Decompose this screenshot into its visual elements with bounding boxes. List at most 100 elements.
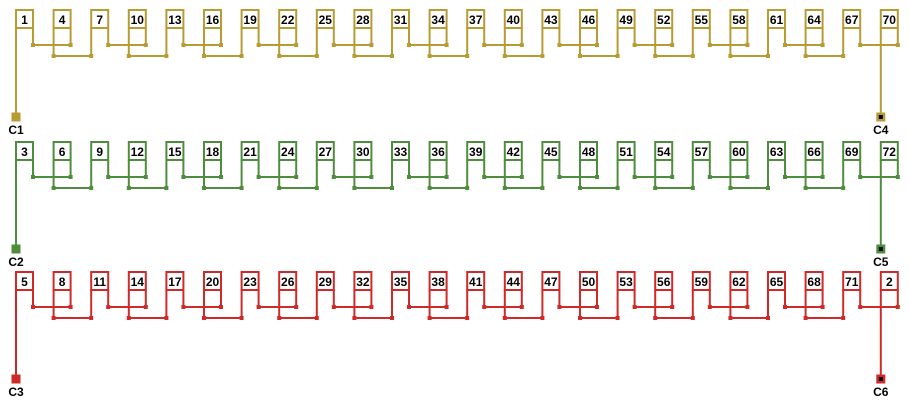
slot-label: 56 xyxy=(657,275,671,289)
slot-box xyxy=(240,141,260,161)
slot-box xyxy=(691,9,711,29)
slot-box xyxy=(842,271,862,291)
slot-label: 17 xyxy=(168,275,182,289)
slot-label: 62 xyxy=(732,275,746,289)
slot-box xyxy=(503,9,523,29)
slot-label: 6 xyxy=(59,145,66,159)
slot-box xyxy=(579,141,598,161)
slot-box xyxy=(466,9,486,29)
slot-label: 55 xyxy=(695,13,709,27)
junction-dot xyxy=(256,305,261,309)
slot-label: 22 xyxy=(281,13,295,27)
slot-box xyxy=(353,9,373,29)
junction-dot xyxy=(277,54,282,58)
junction-dot xyxy=(728,54,733,58)
junction-dot xyxy=(256,175,261,179)
junction-dot xyxy=(256,43,261,47)
slot-label: 30 xyxy=(356,145,370,159)
slot-box xyxy=(428,271,448,291)
slot-box xyxy=(466,141,486,161)
slot-box xyxy=(541,271,561,291)
terminal-label: C1 xyxy=(8,123,24,137)
slot-box xyxy=(579,271,598,291)
slot-label: 7 xyxy=(96,13,103,27)
terminal-start xyxy=(11,244,21,254)
junction-dot xyxy=(632,43,637,47)
junction-dot xyxy=(331,305,336,309)
slot-box xyxy=(240,9,260,29)
slot-box xyxy=(391,9,410,29)
junction-dot xyxy=(202,186,206,190)
slot-label: 13 xyxy=(168,13,182,27)
junction-dot xyxy=(653,186,658,190)
slot-label: 72 xyxy=(883,145,897,159)
junction-dot xyxy=(557,175,562,179)
junction-dot xyxy=(783,43,787,47)
junction-dot xyxy=(427,54,432,58)
slot-label: 69 xyxy=(845,145,859,159)
junction-dot xyxy=(707,43,712,47)
junction-dot xyxy=(51,186,56,190)
slot-label: 21 xyxy=(243,145,257,159)
terminal-label: C5 xyxy=(873,255,889,269)
junction-dot xyxy=(352,316,357,320)
junction-dot xyxy=(427,186,432,190)
junction-dot xyxy=(728,316,733,320)
slot-label: 29 xyxy=(319,275,333,289)
slot-label: 40 xyxy=(507,13,521,27)
terminal-label: C4 xyxy=(873,123,889,137)
slot-label: 20 xyxy=(206,275,220,289)
slot-label: 46 xyxy=(582,13,596,27)
junction-dot xyxy=(858,305,863,309)
slot-box xyxy=(691,271,711,291)
junction-dot xyxy=(653,54,658,58)
junction-dot xyxy=(502,316,507,320)
slot-label: 10 xyxy=(131,13,145,27)
junction-dot xyxy=(31,305,35,309)
slot-box xyxy=(804,271,824,291)
terminal-end-marker xyxy=(878,115,883,119)
slot-box xyxy=(729,141,749,161)
slot-box xyxy=(391,141,410,161)
slot-box xyxy=(729,271,749,291)
terminal-label: C3 xyxy=(8,385,24,399)
junction-dot xyxy=(632,175,637,179)
slot-label: 59 xyxy=(695,275,709,289)
junction-dot xyxy=(427,316,432,320)
slot-box xyxy=(240,271,260,291)
junction-dot xyxy=(707,175,712,179)
junction-dot xyxy=(858,175,863,179)
slot-label: 53 xyxy=(619,275,633,289)
slot-box xyxy=(428,141,448,161)
slot-box xyxy=(879,9,899,29)
junction-dot xyxy=(181,175,186,179)
slot-box xyxy=(165,141,185,161)
junction-dot xyxy=(331,175,336,179)
junction-dot xyxy=(277,316,282,320)
slot-label: 14 xyxy=(131,275,145,289)
slot-box xyxy=(127,9,147,29)
slot-box xyxy=(767,141,786,161)
junction-dot xyxy=(126,54,131,58)
slot-box xyxy=(52,9,72,29)
slot-box xyxy=(165,271,185,291)
junction-dot xyxy=(578,316,582,320)
slot-box xyxy=(90,141,110,161)
slot-label: 3 xyxy=(21,145,28,159)
slot-label: 68 xyxy=(807,275,821,289)
junction-dot xyxy=(407,43,411,47)
slot-box xyxy=(579,9,598,29)
slot-label: 54 xyxy=(657,145,671,159)
junction-dot xyxy=(783,175,787,179)
slot-box xyxy=(315,9,335,29)
slot-label: 4 xyxy=(59,13,66,27)
slot-label: 5 xyxy=(21,275,28,289)
junction-dot xyxy=(352,186,357,190)
slot-label: 44 xyxy=(507,275,521,289)
slot-label: 57 xyxy=(695,145,709,159)
junction-dot xyxy=(277,186,282,190)
junction-dot xyxy=(653,316,658,320)
